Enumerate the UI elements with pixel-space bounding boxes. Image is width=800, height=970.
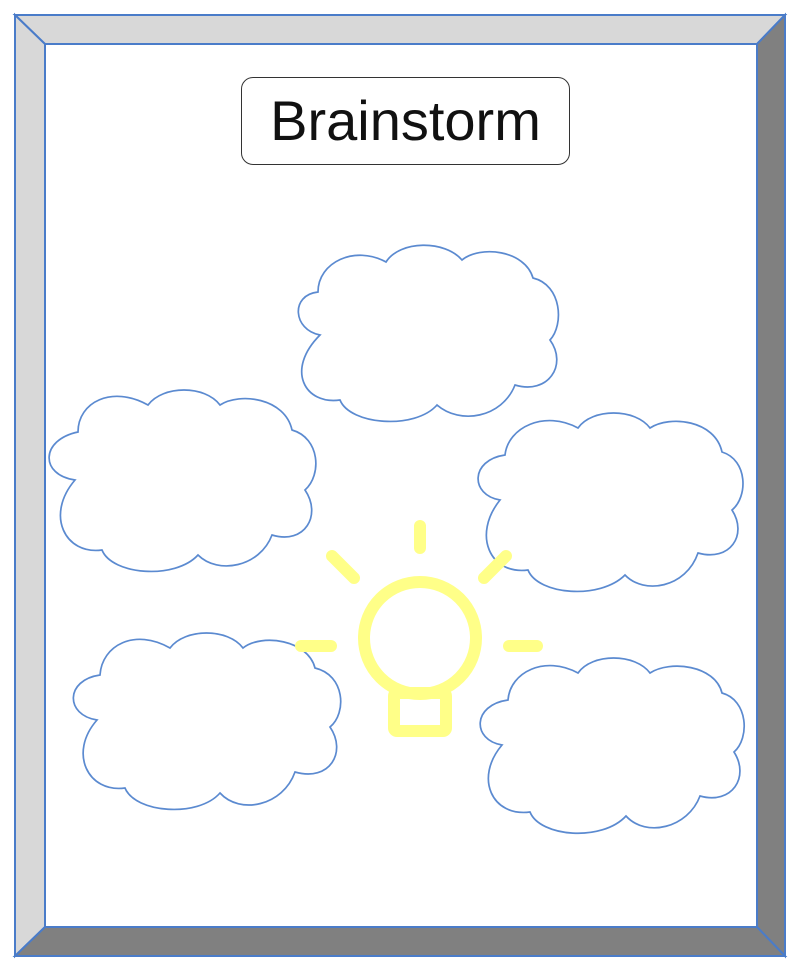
frame-bevel-right xyxy=(756,12,786,959)
bulb-ray-upper-right xyxy=(478,550,512,584)
frame-bevel-bottom xyxy=(12,926,788,957)
frame-bevel-top xyxy=(12,14,788,45)
title-box: Brainstorm xyxy=(241,77,570,165)
idea-cloud-left[interactable] xyxy=(48,389,317,573)
idea-cloud-right[interactable] xyxy=(477,412,744,593)
page-title: Brainstorm xyxy=(270,89,541,152)
idea-cloud-bottom-left[interactable] xyxy=(72,632,342,811)
bulb-ray-upper-left xyxy=(326,550,360,584)
bulb-base xyxy=(388,687,452,737)
idea-cloud-bottom-right[interactable] xyxy=(479,657,746,834)
lightbulb-icon xyxy=(295,520,543,737)
frame-bevel-left xyxy=(14,12,46,959)
idea-cloud-top[interactable] xyxy=(297,244,560,423)
